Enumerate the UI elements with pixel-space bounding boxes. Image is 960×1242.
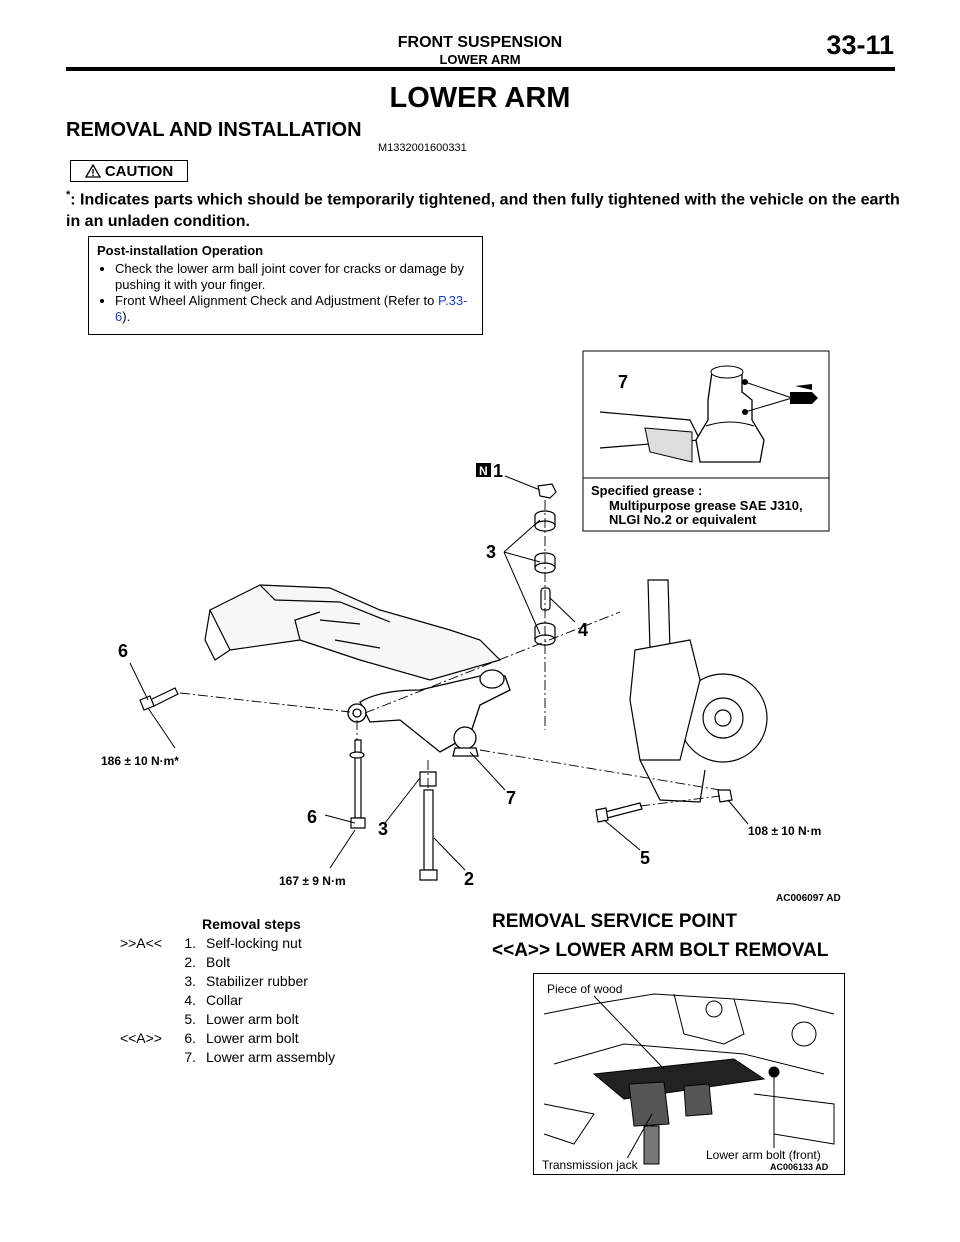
label-piece-of-wood: Piece of wood xyxy=(547,982,623,996)
nut-new-marker-label: N xyxy=(479,464,488,478)
bolts xyxy=(139,687,733,829)
torque-labels: 186 ± 10 N·m* 167 ± 9 N·m 108 ± 10 N·m xyxy=(101,754,821,888)
callout-2: 2 xyxy=(464,869,474,889)
caution-badge: CAUTION xyxy=(70,160,188,182)
callout-6: 6 xyxy=(118,641,128,661)
callout-3: 3 xyxy=(486,542,496,562)
bolt-removal-drawing xyxy=(543,993,835,1165)
bolt-removal-illustration: Piece of wood Transmission jack Lower ar… xyxy=(533,973,845,1175)
removal-step: 4.Collar xyxy=(184,992,243,1008)
diagram-code: AC006097 AD xyxy=(776,893,841,904)
removal-step: >>A<<1.Self-locking nut xyxy=(119,935,302,951)
section-heading: REMOVAL AND INSTALLATION xyxy=(66,119,362,141)
callout-4: 4 xyxy=(578,620,588,640)
torque-spec: 108 ± 10 N·m xyxy=(748,824,821,838)
removal-step: <<A>>6.Lower arm bolt xyxy=(119,1030,299,1046)
grease-spec-line2: NLGI No.2 or equivalent xyxy=(609,512,757,527)
warning-icon xyxy=(84,164,101,178)
page-reference-link[interactable]: P.33-6 xyxy=(115,293,468,324)
service-point-heading: REMOVAL SERVICE POINT xyxy=(492,911,737,932)
post-installation-item: Check the lower arm ball joint cover for… xyxy=(115,261,474,293)
document-code: M1332001600331 xyxy=(378,142,467,154)
illustration-code: AC006133 AD xyxy=(770,1162,829,1172)
asterisk-mark: * xyxy=(66,189,71,201)
subsection-title: LOWER ARM xyxy=(439,52,521,67)
service-point-subheading: <<A>> LOWER ARM BOLT REMOVAL xyxy=(492,940,829,961)
removal-steps-list: >>A<<1.Self-locking nut 2.Bolt 3.Stabili… xyxy=(100,934,335,1067)
caution-label: CAUTION xyxy=(104,162,174,180)
page-number: 33-11 xyxy=(826,30,894,60)
callout-5: 5 xyxy=(640,848,650,868)
header-rule xyxy=(66,67,895,71)
callout-7: 7 xyxy=(506,788,516,808)
removal-steps-header: Removal steps xyxy=(202,916,301,932)
post-installation-box: Post-installation Operation Check the lo… xyxy=(88,236,483,335)
nut-new-marker xyxy=(476,463,491,477)
removal-step: 7.Lower arm assembly xyxy=(184,1049,336,1065)
callout-6-lower: 6 xyxy=(307,807,317,827)
torque-spec: 167 ± 9 N·m xyxy=(279,874,346,888)
caution-note: *: Indicates parts which should be tempo… xyxy=(66,184,906,233)
leader-lines xyxy=(129,475,749,871)
grease-spec-line1: Multipurpose grease SAE J310, xyxy=(609,498,803,513)
subframe xyxy=(204,584,502,681)
torque-spec: 186 ± 10 N·m* xyxy=(101,754,179,768)
removal-step: 2.Bolt xyxy=(184,954,231,970)
callout-1: 1 xyxy=(493,461,503,481)
alignment-lines xyxy=(179,500,721,807)
label-lower-arm-bolt: Lower arm bolt (front) xyxy=(706,1148,821,1162)
callouts: 1 3 4 6 7 6 3 5 2 xyxy=(118,461,650,889)
section-title: FRONT SUSPENSION xyxy=(397,34,563,51)
callout-3-lower: 3 xyxy=(378,819,388,839)
removal-step: 3.Stabilizer rubber xyxy=(184,973,308,989)
knuckle-disc xyxy=(629,579,768,803)
post-installation-item: Front Wheel Alignment Check and Adjustme… xyxy=(115,293,474,325)
page-title: LOWER ARM xyxy=(389,82,571,114)
lower-arm-assembly xyxy=(347,669,511,757)
post-installation-title: Post-installation Operation xyxy=(97,243,264,258)
grease-title: Specified grease : xyxy=(591,483,702,498)
caution-note-text: : Indicates parts which should be tempor… xyxy=(66,191,900,231)
label-transmission-jack: Transmission jack xyxy=(542,1158,638,1172)
grease-inset xyxy=(582,350,830,532)
removal-step: 5.Lower arm bolt xyxy=(184,1011,299,1027)
callout-7-inset: 7 xyxy=(618,372,628,392)
